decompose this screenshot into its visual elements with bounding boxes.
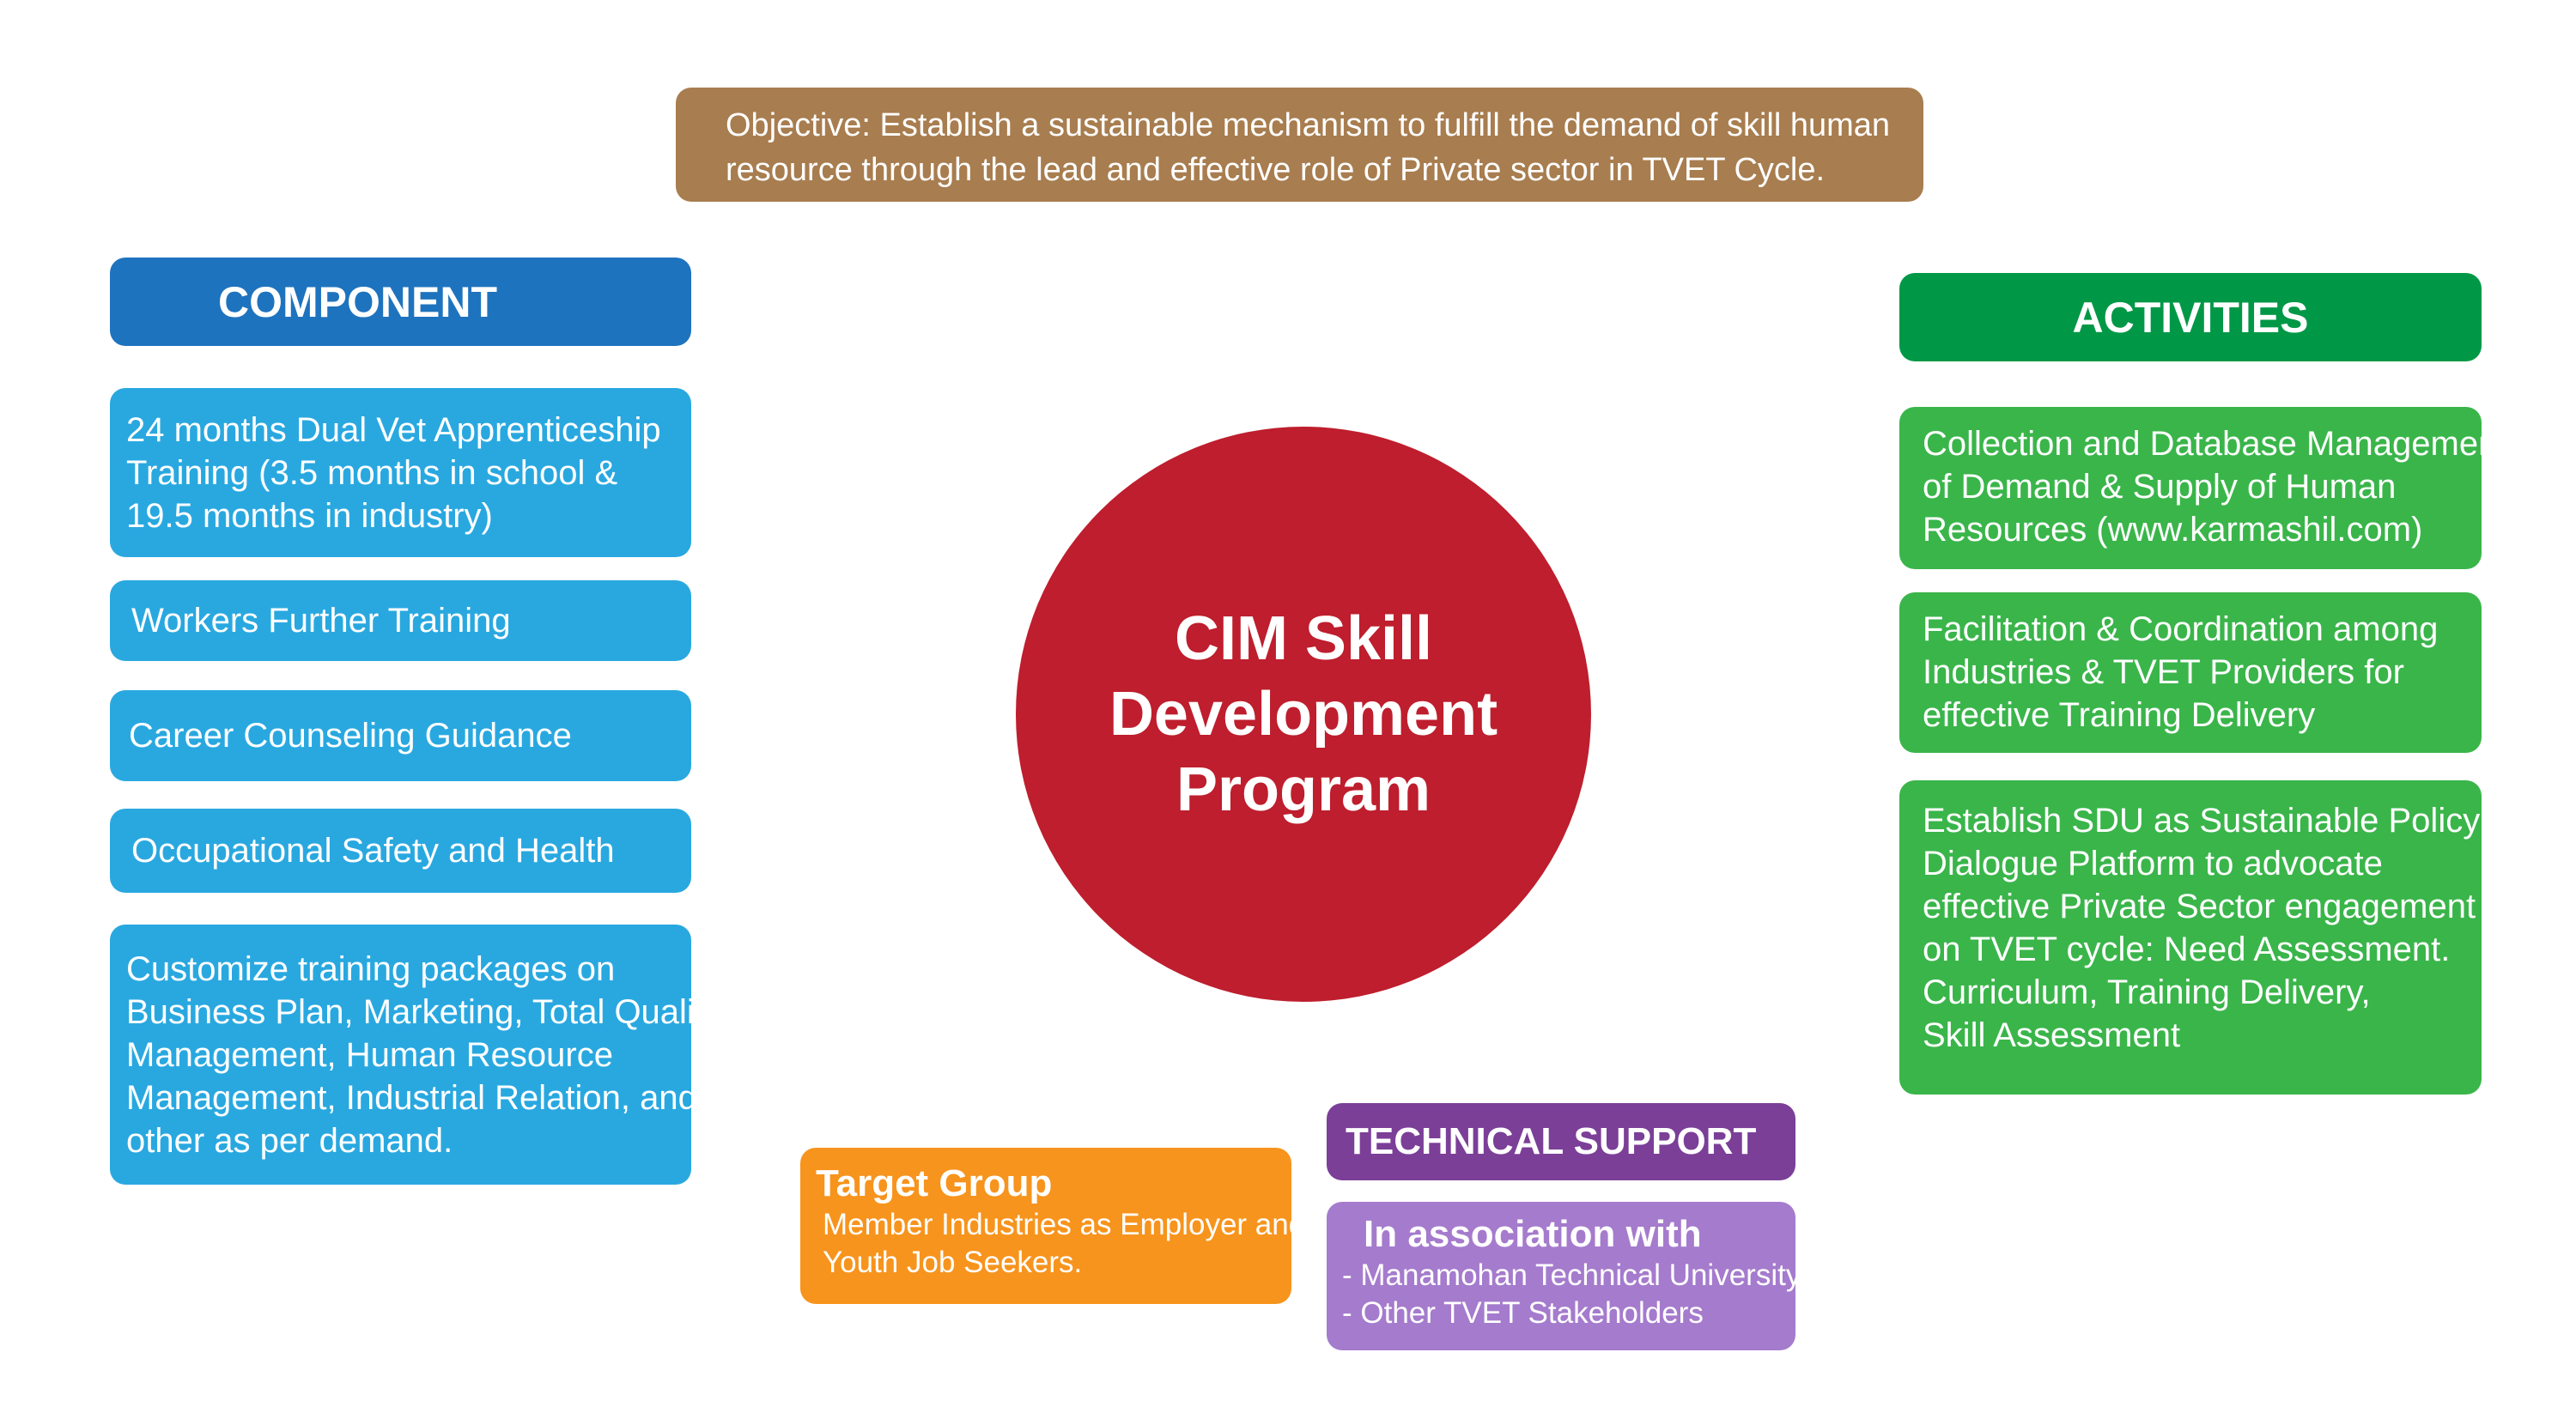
- component-item-line: 24 months Dual Vet Apprenticeship: [126, 410, 661, 449]
- activities-header: ACTIVITIES: [1899, 273, 2482, 361]
- activities-item: Establish SDU as Sustainable Policy Dial…: [1899, 780, 2482, 1095]
- component-item-line: Career Counseling Guidance: [129, 717, 572, 755]
- activities-item-line: effective Training Delivery: [1923, 696, 2316, 734]
- activities-item-line: Establish SDU as Sustainable Policy: [1923, 802, 2481, 840]
- activities-item-line: Industries & TVET Providers for: [1923, 653, 2404, 691]
- activities-item-line: Facilitation & Coordination among: [1923, 610, 2439, 648]
- technical-support-title: In association with: [1364, 1213, 1702, 1255]
- component-item-line: Occupational Safety and Health: [131, 832, 615, 870]
- target-group-title: Target Group: [816, 1162, 1053, 1204]
- technical-support-box: In association with - Manamohan Technica…: [1327, 1202, 1801, 1350]
- component-item: Customize training packages on Business …: [110, 925, 721, 1185]
- activities-item: Collection and Database Management of De…: [1899, 407, 2507, 569]
- program-title-line: CIM Skill: [1174, 604, 1433, 673]
- target-group-line: Member Industries as Employer and: [823, 1208, 1306, 1241]
- component-item-line: other as per demand.: [126, 1121, 453, 1160]
- activities-item-line: Dialogue Platform to advocate: [1923, 845, 2383, 882]
- program-title-line: Development: [1109, 680, 1498, 749]
- component-item-line: 19.5 months in industry): [126, 496, 493, 535]
- activities-item-line: on TVET cycle: Need Assessment.: [1923, 931, 2451, 968]
- objective-line: resource through the lead and effective …: [726, 152, 1826, 188]
- component-item-line: Management, Human Resource: [126, 1035, 613, 1074]
- component-item-line: Management, Industrial Relation, and: [126, 1078, 697, 1117]
- objective-line: Objective: Establish a sustainable mecha…: [726, 107, 1891, 143]
- technical-support-line: - Manamohan Technical University: [1342, 1258, 1801, 1292]
- activities-item-line: effective Private Sector engagement: [1923, 888, 2476, 925]
- objective-banner: Objective: Establish a sustainable mecha…: [676, 88, 1923, 202]
- component-header: COMPONENT: [110, 258, 691, 346]
- activities-item-line: of Demand & Supply of Human: [1923, 468, 2397, 506]
- component-item: Career Counseling Guidance: [110, 690, 691, 781]
- component-item: Workers Further Training: [110, 580, 691, 661]
- component-item: Occupational Safety and Health: [110, 809, 691, 893]
- component-item-line: Business Plan, Marketing, Total Quality: [126, 992, 721, 1031]
- technical-support-line: - Other TVET Stakeholders: [1342, 1296, 1704, 1330]
- target-group-line: Youth Job Seekers.: [823, 1246, 1083, 1279]
- component-item-line: Training (3.5 months in school &: [126, 453, 618, 492]
- activities-item-line: Skill Assessment: [1923, 1016, 2181, 1054]
- component-item-line: Customize training packages on: [126, 949, 616, 988]
- technical-support-header: TECHNICAL SUPPORT: [1327, 1103, 1795, 1180]
- activities-item-line: Collection and Database Management: [1923, 425, 2507, 463]
- activities-item-line: Curriculum, Training Delivery,: [1923, 973, 2371, 1011]
- component-item-line: Workers Further Training: [131, 602, 511, 640]
- program-circle: CIM Skill Development Program: [1016, 427, 1591, 1002]
- program-title-line: Program: [1176, 755, 1431, 824]
- component-item: 24 months Dual Vet Apprenticeship Traini…: [110, 388, 691, 557]
- activities-item: Facilitation & Coordination among Indust…: [1899, 592, 2482, 753]
- activities-item-line: Resources (www.karmashil.com): [1923, 511, 2423, 549]
- target-group-box: Target Group Member Industries as Employ…: [800, 1148, 1306, 1304]
